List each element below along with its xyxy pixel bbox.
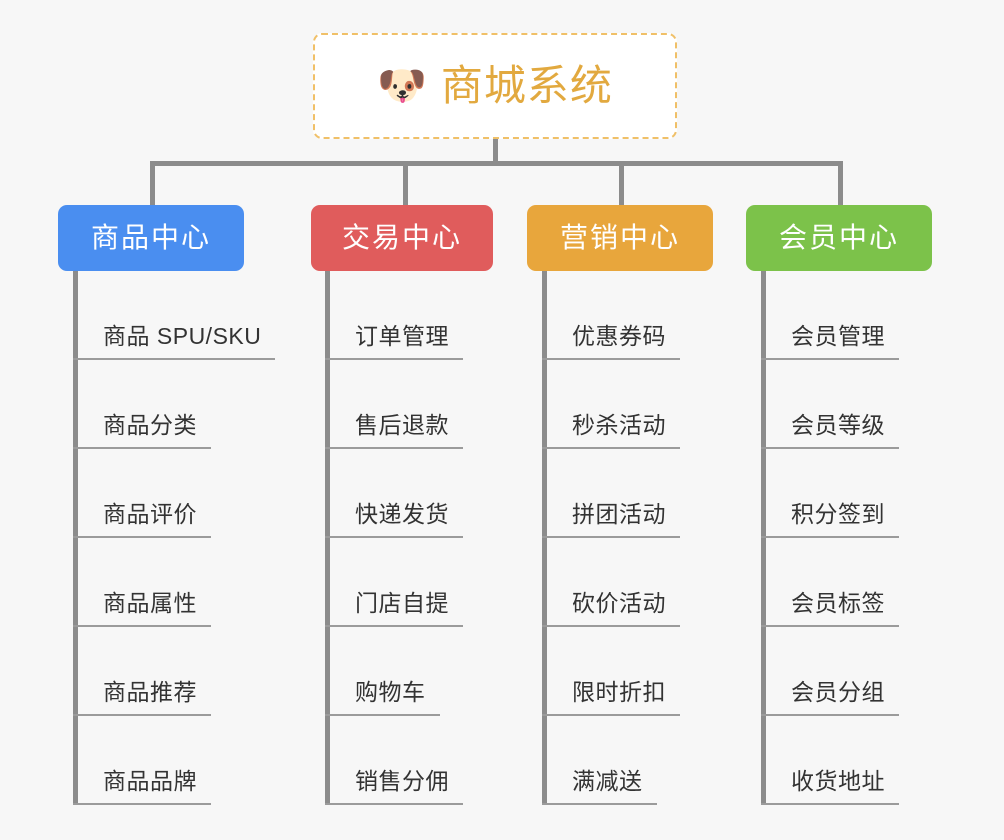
category-label: 营销中心 — [559, 222, 680, 253]
leaf-underline: 限时折扣 — [542, 678, 680, 716]
root-node[interactable]: 🐶 商城系统 — [313, 33, 677, 139]
leaf-underline: 会员分组 — [761, 678, 899, 716]
leaf-item[interactable]: 满减送 — [542, 716, 680, 805]
leaf-item[interactable]: 商品属性 — [73, 538, 275, 627]
leaf-item[interactable]: 商品 SPU/SKU — [73, 271, 276, 360]
leaf-label: 限时折扣 — [572, 678, 666, 705]
leaf-underline: 商品属性 — [73, 589, 211, 627]
leaf-list-member-center: 会员管理会员等级积分签到会员标签会员分组收货地址 — [761, 271, 899, 805]
category-label: 交易中心 — [341, 222, 462, 253]
leaf-item[interactable]: 积分签到 — [761, 449, 899, 538]
root-stem-line — [493, 139, 498, 165]
leaf-underline: 收货地址 — [761, 767, 899, 805]
leaf-item[interactable]: 商品推荐 — [73, 627, 275, 716]
leaf-label: 售后退款 — [355, 411, 449, 438]
leaf-label: 商品推荐 — [103, 678, 197, 705]
leaf-label: 商品 SPU/SKU — [103, 322, 262, 349]
leaf-underline: 购物车 — [325, 678, 440, 716]
leaf-underline: 售后退款 — [325, 411, 463, 449]
leaf-list-trade-center: 订单管理售后退款快递发货门店自提购物车销售分佣 — [325, 271, 463, 805]
leaf-label: 快递发货 — [355, 500, 449, 527]
category-label: 会员中心 — [778, 222, 899, 253]
branch-drop-line-0 — [150, 161, 155, 207]
branch-drop-line-3 — [838, 161, 843, 207]
leaf-item[interactable]: 快递发货 — [325, 449, 463, 538]
leaf-item[interactable]: 收货地址 — [761, 716, 899, 805]
leaf-item[interactable]: 限时折扣 — [542, 627, 680, 716]
leaf-label: 秒杀活动 — [572, 411, 666, 438]
leaf-label: 商品分类 — [103, 411, 197, 438]
leaf-item[interactable]: 优惠券码 — [542, 271, 680, 360]
leaf-item[interactable]: 销售分佣 — [325, 716, 463, 805]
leaf-underline: 优惠券码 — [542, 322, 680, 360]
leaf-item[interactable]: 购物车 — [325, 627, 463, 716]
leaf-label: 销售分佣 — [355, 767, 449, 794]
branch-bus-line — [150, 161, 842, 166]
leaf-underline: 满减送 — [542, 767, 657, 805]
leaf-underline: 拼团活动 — [542, 500, 680, 538]
leaf-label: 积分签到 — [791, 500, 885, 527]
leaf-item[interactable]: 秒杀活动 — [542, 360, 680, 449]
leaf-item[interactable]: 拼团活动 — [542, 449, 680, 538]
branch-drop-line-1 — [403, 161, 408, 207]
leaf-label: 拼团活动 — [572, 500, 666, 527]
leaf-label: 门店自提 — [355, 589, 449, 616]
leaf-label: 商品评价 — [103, 500, 197, 527]
leaf-item[interactable]: 会员标签 — [761, 538, 899, 627]
leaf-item[interactable]: 商品评价 — [73, 449, 275, 538]
leaf-underline: 砍价活动 — [542, 589, 680, 627]
leaf-label: 满减送 — [572, 767, 643, 794]
leaf-underline: 商品推荐 — [73, 678, 211, 716]
category-label: 商品中心 — [90, 222, 211, 253]
branch-drop-line-2 — [619, 161, 624, 207]
leaf-item[interactable]: 会员管理 — [761, 271, 899, 360]
leaf-underline: 会员标签 — [761, 589, 899, 627]
leaf-item[interactable]: 商品品牌 — [73, 716, 275, 805]
leaf-underline: 门店自提 — [325, 589, 463, 627]
leaf-label: 订单管理 — [355, 322, 449, 349]
category-box-trade-center[interactable]: 交易中心 — [311, 205, 493, 271]
leaf-underline: 商品评价 — [73, 500, 211, 538]
leaf-label: 会员管理 — [791, 322, 885, 349]
leaf-label: 购物车 — [355, 678, 426, 705]
root-title: 商城系统 — [440, 62, 613, 109]
leaf-underline: 销售分佣 — [325, 767, 463, 805]
leaf-item[interactable]: 会员等级 — [761, 360, 899, 449]
category-box-member-center[interactable]: 会员中心 — [746, 205, 932, 271]
leaf-underline: 积分签到 — [761, 500, 899, 538]
leaf-underline: 订单管理 — [325, 322, 463, 360]
leaf-label: 收货地址 — [791, 767, 885, 794]
leaf-list-marketing-center: 优惠券码秒杀活动拼团活动砍价活动限时折扣满减送 — [542, 271, 680, 805]
leaf-label: 商品属性 — [103, 589, 197, 616]
leaf-item[interactable]: 售后退款 — [325, 360, 463, 449]
leaf-item[interactable]: 门店自提 — [325, 538, 463, 627]
category-box-product-center[interactable]: 商品中心 — [58, 205, 244, 271]
leaf-underline: 商品品牌 — [73, 767, 211, 805]
leaf-label: 砍价活动 — [572, 589, 666, 616]
leaf-underline: 会员管理 — [761, 322, 899, 360]
leaf-underline: 快递发货 — [325, 500, 463, 538]
leaf-list-product-center: 商品 SPU/SKU 商品分类商品评价商品属性商品推荐商品品牌 — [73, 271, 276, 805]
leaf-item[interactable]: 砍价活动 — [542, 538, 680, 627]
leaf-underline: 会员等级 — [761, 411, 899, 449]
leaf-label: 会员分组 — [791, 678, 885, 705]
category-box-marketing-center[interactable]: 营销中心 — [527, 205, 713, 271]
leaf-label: 商品品牌 — [103, 767, 197, 794]
shiba-dog-face-icon: 🐶 — [377, 64, 427, 108]
leaf-item[interactable]: 会员分组 — [761, 627, 899, 716]
leaf-underline: 商品 SPU/SKU — [73, 322, 276, 360]
leaf-label: 优惠券码 — [572, 322, 666, 349]
leaf-item[interactable]: 订单管理 — [325, 271, 463, 360]
leaf-underline: 商品分类 — [73, 411, 211, 449]
leaf-label: 会员等级 — [791, 411, 885, 438]
leaf-underline: 秒杀活动 — [542, 411, 680, 449]
leaf-label: 会员标签 — [791, 589, 885, 616]
leaf-item[interactable]: 商品分类 — [73, 360, 275, 449]
